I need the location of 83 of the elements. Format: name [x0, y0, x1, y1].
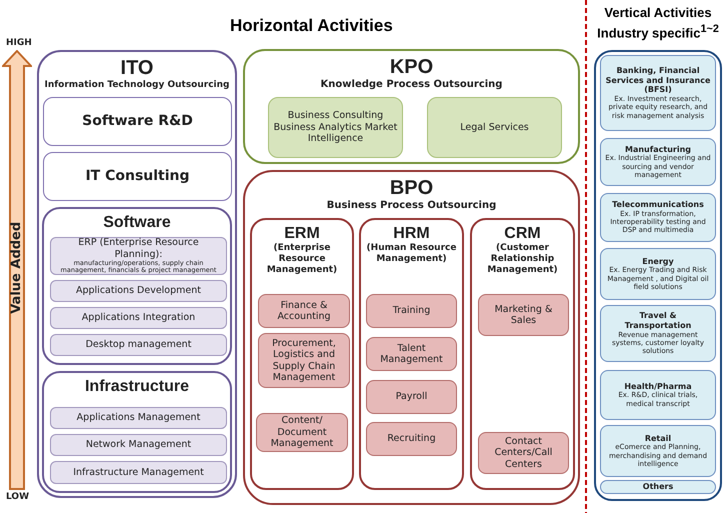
service-label: Manufacturing — [625, 144, 691, 154]
industry-box — [600, 480, 716, 494]
service-box — [256, 413, 348, 452]
service-label: Applications Management — [76, 412, 200, 424]
industry-box — [600, 55, 716, 131]
panel-title: Infrastructure — [84, 377, 190, 396]
service-label: Infrastructure Management — [73, 466, 204, 478]
service-box — [50, 434, 227, 456]
service-box — [268, 97, 403, 158]
service-label: ERP (Enterprise Resource Planning): — [78, 237, 200, 260]
panel-subtitle: (Customer Relationship Management) — [486, 243, 559, 276]
service-box — [478, 294, 569, 336]
service-label: Software R&D — [82, 113, 193, 130]
group-panel — [42, 371, 232, 493]
service-label: Talent Management — [379, 342, 444, 366]
service-label: Telecommunications — [612, 200, 704, 210]
axis-label: Value Added — [9, 220, 25, 316]
industry-box — [600, 138, 716, 186]
service-label: IT Consulting — [85, 168, 190, 185]
category-panel — [243, 170, 580, 505]
scale-label: LOW — [6, 492, 29, 503]
service-label: Marketing & Sales — [494, 304, 554, 326]
service-label: Finance & Accounting — [276, 300, 332, 322]
service-box — [366, 422, 457, 456]
service-box — [366, 380, 457, 414]
service-box — [258, 294, 350, 328]
group-panel — [359, 218, 464, 490]
service-label: Legal Services — [460, 122, 529, 134]
panel-title: ERM — [284, 224, 320, 243]
scale-label: HIGH — [6, 38, 32, 49]
group-panel — [42, 207, 232, 365]
service-label: Others — [642, 482, 674, 492]
category-panel — [37, 50, 237, 498]
service-box — [366, 337, 457, 371]
panel-title: KPO — [390, 55, 434, 79]
category-panel — [243, 49, 580, 164]
service-label: Energy — [642, 256, 674, 266]
service-label: Payroll — [396, 391, 428, 403]
service-label: Business Consulting Business Analytics Market Intelligence — [273, 110, 398, 145]
industry-box — [600, 305, 716, 362]
service-label: Content/ Document Management — [270, 415, 334, 450]
service-label: Banking, Financial Services and Insurance (BFSI) — [605, 66, 711, 95]
service-label: Training — [392, 305, 430, 317]
industry-box — [600, 425, 716, 477]
service-label: Network Management — [86, 439, 192, 451]
industry-box — [600, 193, 716, 242]
panel-title: CRM — [504, 224, 541, 243]
panel-subtitle: (Human Resource Management) — [366, 243, 458, 265]
section-heading: Vertical Activities Industry specific$^{1~2}$ — [596, 4, 720, 43]
service-label: Health/Pharma — [624, 382, 692, 392]
service-label: Recruiting — [387, 433, 436, 445]
panel-title: Software — [103, 213, 171, 232]
service-box — [43, 97, 232, 146]
service-label: Travel & Transportation — [624, 311, 692, 330]
service-box — [50, 307, 227, 329]
service-box — [258, 333, 350, 388]
panel-title: HRM — [393, 224, 430, 243]
service-label: Applications Development — [76, 285, 201, 297]
group-panel — [250, 218, 354, 490]
service-box — [366, 294, 457, 328]
service-label: Procurement, Logistics and Supply Chain Management — [271, 338, 337, 384]
service-label: Contact Centers/Call Centers — [494, 436, 554, 470]
service-box — [50, 334, 227, 356]
section-heading: Horizontal Activities — [230, 16, 393, 36]
service-label: Applications Integration — [82, 312, 196, 324]
panel-title: BPO — [390, 176, 434, 200]
panel-title: ITO — [120, 56, 154, 80]
panel-subtitle: Business Process Outsourcing — [326, 200, 496, 212]
service-box — [50, 407, 227, 429]
panel-subtitle: Knowledge Process Outsourcing — [320, 79, 502, 91]
service-box — [43, 152, 232, 201]
service-box — [427, 97, 562, 158]
service-box — [50, 280, 227, 302]
group-panel — [470, 218, 575, 490]
panel-subtitle: (Enterprise Resource Management) — [266, 243, 338, 276]
panel-subtitle: Information Technology Outsourcing — [44, 80, 230, 91]
service-label: Desktop management — [86, 339, 192, 351]
industry-box — [600, 248, 716, 300]
service-box — [50, 461, 227, 484]
service-box — [50, 237, 227, 275]
industry-box — [600, 370, 716, 420]
service-box — [478, 432, 569, 474]
service-label: Retail — [644, 434, 672, 444]
